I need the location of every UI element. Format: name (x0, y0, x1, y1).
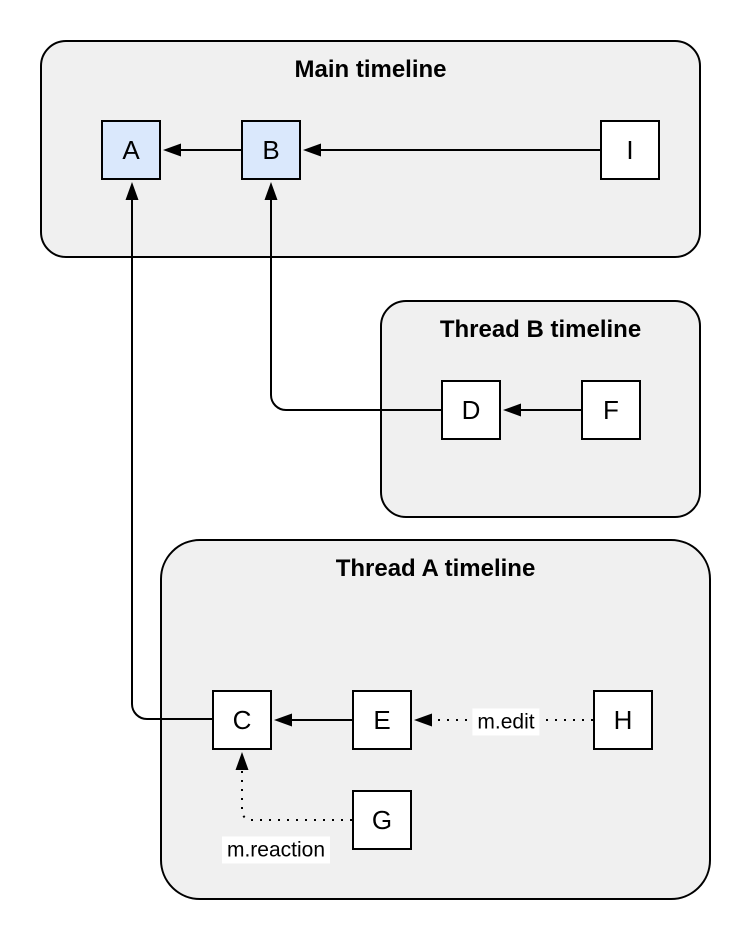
node-A: A (101, 120, 161, 180)
node-E: E (352, 690, 412, 750)
container-title-thread-a-timeline: Thread A timeline (335, 555, 536, 582)
node-G: G (352, 790, 412, 850)
container-title-thread-b-timeline: Thread B timeline (439, 316, 642, 343)
node-H: H (593, 690, 653, 750)
node-D: D (441, 380, 501, 440)
container-title-main-timeline: Main timeline (294, 56, 447, 83)
node-F: F (581, 380, 641, 440)
node-C: C (212, 690, 272, 750)
container-thread-b-timeline: Thread B timeline (380, 300, 701, 518)
node-I: I (600, 120, 660, 180)
edge-label-g-to-c: m.reaction (221, 836, 331, 864)
edge-label-h-to-e: m.edit (472, 708, 540, 736)
node-B: B (241, 120, 301, 180)
